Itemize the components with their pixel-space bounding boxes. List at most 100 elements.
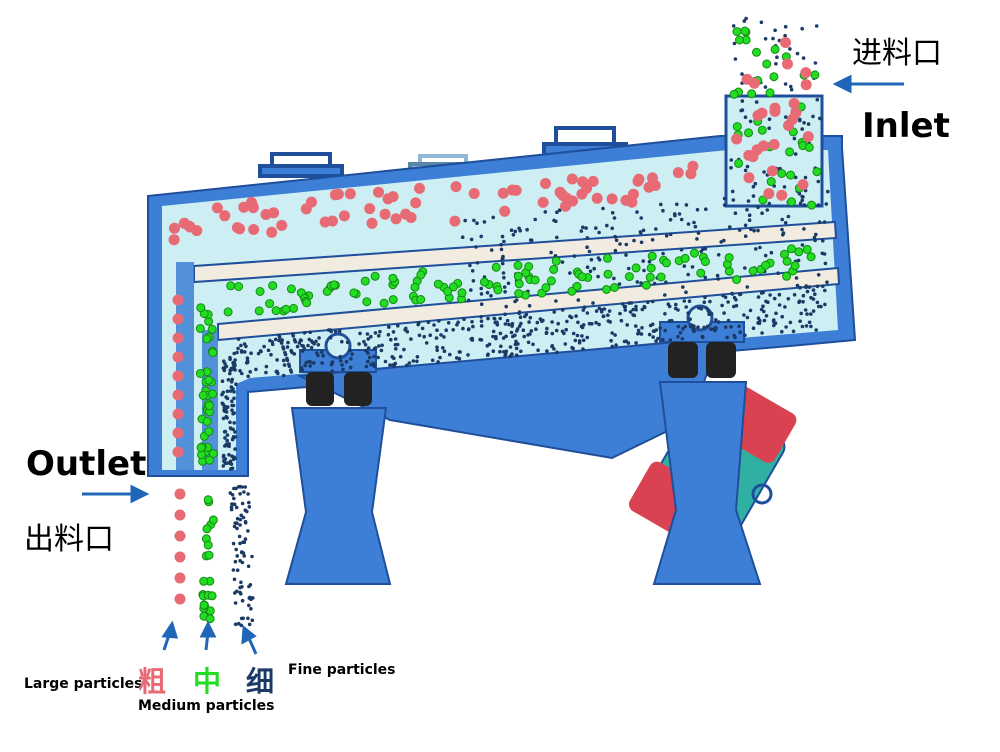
particle-dot <box>632 313 637 318</box>
particle-dot <box>525 227 529 232</box>
particle-dot <box>469 237 474 242</box>
particle-dot <box>701 335 705 340</box>
particle-dot <box>788 98 800 109</box>
particle-dot <box>372 347 377 351</box>
particle-dot <box>538 317 543 321</box>
particle-dot <box>362 297 372 307</box>
particle-dot <box>668 338 673 342</box>
particle-dot <box>235 554 239 558</box>
particle-dot <box>651 329 656 333</box>
particle-dot <box>552 347 556 351</box>
particle-dot <box>446 321 451 325</box>
particle-dot <box>283 352 288 357</box>
particle-dot <box>502 239 506 244</box>
particle-dot <box>227 453 231 457</box>
outlet-arrow-icon <box>82 484 150 504</box>
particle-dot <box>780 329 784 334</box>
particle-dot <box>780 227 784 232</box>
particle-dot <box>646 263 656 273</box>
particle-dot <box>243 537 248 541</box>
particle-dot <box>463 218 468 223</box>
particle-dot <box>223 361 227 366</box>
particle-dot <box>409 337 413 341</box>
particle-dot <box>723 325 728 329</box>
particle-dot <box>383 359 388 364</box>
particle-dot <box>268 281 278 291</box>
particle-dot <box>240 598 245 603</box>
particle-dot <box>580 334 584 338</box>
particle-dot <box>524 262 534 271</box>
particle-dot <box>221 390 225 395</box>
particle-dot <box>641 259 645 263</box>
particle-dot <box>790 261 800 271</box>
particle-dot <box>234 282 244 291</box>
particle-dot <box>290 350 294 355</box>
particle-dot <box>576 320 580 325</box>
particle-dot <box>786 297 791 301</box>
particle-dot <box>521 328 526 333</box>
particle-dot <box>556 321 560 326</box>
particle-dot <box>244 344 248 349</box>
particle-dot <box>756 321 760 325</box>
particle-dot <box>328 328 333 332</box>
particle-dot <box>439 333 443 337</box>
particle-dot <box>555 235 559 240</box>
particle-dot <box>581 338 586 343</box>
particle-dot <box>223 461 228 466</box>
particle-dot <box>469 288 473 292</box>
particle-dot <box>610 344 615 349</box>
particle-dot <box>756 205 760 210</box>
particle-dot <box>340 339 344 344</box>
particle-dot <box>232 524 237 529</box>
particle-dot <box>475 221 479 225</box>
particle-dot <box>231 362 236 367</box>
particle-dot <box>676 334 680 339</box>
particle-dot <box>628 310 633 314</box>
particle-dot <box>747 213 752 217</box>
particle-dot <box>797 179 809 191</box>
particle-dot <box>416 295 426 304</box>
particle-dot <box>388 273 398 283</box>
particle-dot <box>366 217 378 229</box>
particle-dot <box>724 253 734 263</box>
particle-dot <box>450 181 462 193</box>
particle-dot <box>233 622 238 627</box>
particle-dot <box>228 371 232 376</box>
particle-dot <box>502 285 507 289</box>
particle-dot <box>494 336 498 341</box>
particle-dot <box>498 349 502 354</box>
particle-dot <box>449 215 461 227</box>
particle-dot <box>479 302 484 307</box>
particle-dot <box>510 324 514 328</box>
particle-dot <box>588 269 593 274</box>
particle-dot <box>264 370 268 375</box>
particle-dot <box>235 516 240 521</box>
particle-dot <box>198 390 208 400</box>
particle-dot <box>686 222 691 226</box>
particle-dot <box>789 84 793 89</box>
particle-dot <box>455 323 459 327</box>
particle-dot <box>238 585 242 590</box>
particle-dot <box>716 277 720 281</box>
particle-dot <box>645 272 655 282</box>
particle-dot <box>286 284 296 294</box>
particle-dot <box>825 280 829 285</box>
particle-dot <box>340 363 344 367</box>
particle-dot <box>603 269 613 279</box>
particle-dot <box>251 596 255 600</box>
particle-dot <box>613 333 617 337</box>
particle-dot <box>804 142 814 152</box>
particle-dot <box>613 248 618 253</box>
particle-dot <box>635 280 640 284</box>
particle-dot <box>228 491 233 495</box>
particle-dot <box>648 323 653 328</box>
particle-dot <box>763 85 768 89</box>
particle-dot <box>229 466 234 471</box>
particle-dot <box>681 326 685 331</box>
particle-dot <box>349 288 359 298</box>
particle-dot <box>577 340 582 345</box>
particle-dot <box>247 622 252 627</box>
particle-dot <box>722 311 726 315</box>
particle-dot <box>641 228 646 233</box>
particle-dot <box>514 279 524 289</box>
